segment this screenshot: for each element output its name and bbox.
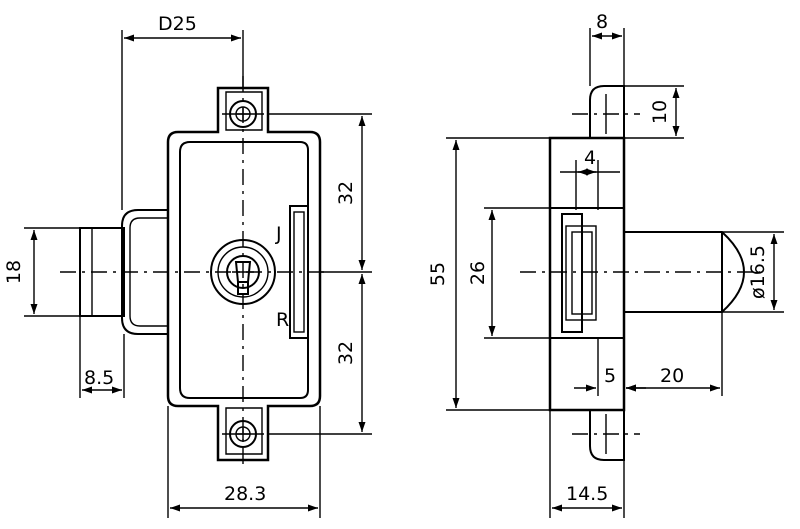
dim-18: 18 bbox=[3, 227, 80, 317]
dim-5: 5 bbox=[574, 312, 646, 396]
lock-body-outline bbox=[166, 86, 322, 462]
dim-4: 4 bbox=[560, 147, 620, 210]
label-20: 20 bbox=[660, 365, 684, 387]
front-view: J R D25 32 32 bbox=[3, 13, 372, 518]
label-8-5: 8.5 bbox=[84, 367, 114, 389]
label-dia-16-5: ø16.5 bbox=[747, 245, 769, 299]
label-4: 4 bbox=[584, 147, 596, 169]
dim-32-top: 32 bbox=[268, 113, 372, 273]
side-bottom-ear bbox=[589, 410, 625, 461]
side-view: 8 10 4 55 26 bbox=[427, 11, 784, 518]
label-5: 5 bbox=[604, 365, 616, 387]
dim-d25: D25 bbox=[121, 13, 244, 210]
side-body-block bbox=[549, 207, 625, 339]
label-28-3: 28.3 bbox=[224, 483, 266, 505]
label-32-bottom: 32 bbox=[335, 341, 357, 365]
dim-8: 8 bbox=[589, 11, 625, 86]
label-14-5: 14.5 bbox=[566, 483, 608, 505]
top-ear-inner bbox=[225, 91, 263, 131]
label-26: 26 bbox=[467, 261, 489, 285]
label-8: 8 bbox=[596, 11, 608, 33]
label-10: 10 bbox=[649, 100, 671, 124]
dim-14-5: 14.5 bbox=[549, 410, 625, 518]
side-top-ear bbox=[589, 85, 625, 138]
dim-dia-16-5: ø16.5 bbox=[722, 231, 784, 313]
dim-26: 26 bbox=[467, 207, 550, 339]
label-32-top: 32 bbox=[335, 181, 357, 205]
mark-r: R bbox=[276, 309, 289, 331]
mark-j: J bbox=[275, 223, 282, 245]
bottom-ear-inner bbox=[225, 407, 263, 455]
label-18: 18 bbox=[3, 260, 25, 284]
label-d25: D25 bbox=[158, 13, 197, 35]
dim-20: 20 bbox=[626, 312, 723, 396]
dim-28-3: 28.3 bbox=[167, 406, 321, 518]
lock-body-inner bbox=[179, 141, 309, 399]
dim-10: 10 bbox=[624, 85, 684, 139]
dim-8-5: 8.5 bbox=[79, 316, 125, 398]
dim-55: 55 bbox=[427, 137, 550, 411]
label-55: 55 bbox=[427, 262, 449, 286]
